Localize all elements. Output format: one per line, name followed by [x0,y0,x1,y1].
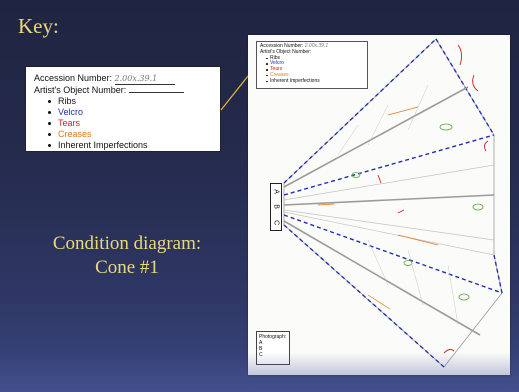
legend-item-velcro: Velcro [48,107,212,118]
artist-object-field [128,92,184,93]
rib-lines [283,86,495,336]
abc-label-box: A B C [270,183,282,231]
mini-legend-ribs: Ribs [266,55,364,62]
legend-item-imperfections: Inherent Imperfections [48,140,212,151]
artist-object-row: Artist's Object Number: [34,85,212,96]
imperfection-marks [351,123,484,301]
photograph-box: Photograph: A B C [256,331,290,365]
legend-item-tears: Tears [48,118,212,129]
diagram-caption: Condition diagram: Cone #1 [22,232,232,280]
mini-legend-velcro: Velcro [266,61,364,67]
artist-object-label: Artist's Object Number: [34,85,127,95]
cone-unrolled-diagram [283,38,503,368]
accession-row: Accession Number: 2.00x.39.1 [34,73,212,85]
mini-legend-creases: Creases [266,72,364,79]
mini-accession-label: Accession Number: [260,43,304,49]
caption-line-2: Cone #1 [95,257,159,278]
pencil-hatching [337,84,459,326]
mini-legend-list: Ribs Velcro Tears Creases Inherent Imper… [260,55,364,85]
velcro-seams [283,38,503,368]
caption-line-1: Condition diagram: [52,233,202,254]
accession-value: 2.00x.39.1 [114,73,175,85]
accession-label: Accession Number: [34,73,113,83]
mini-artist-label: Artist's Object Number: [260,48,312,55]
abc-label-b: B [272,204,280,210]
mini-legend-imperfections: Inherent Imperfections [266,78,364,85]
photo-item-a: A [259,340,263,346]
tear-marks [377,44,489,354]
panel-lines [283,164,495,256]
key-legend-list: Ribs Velcro Tears Creases Inherent Imper… [34,96,212,151]
legend-item-creases: Creases [48,129,212,140]
abc-label-a: A [272,189,280,194]
mini-accession-row: Accession Number: 2.00x.39.1 [260,43,364,50]
key-title: Key: [18,14,59,38]
legend-item-ribs: Ribs [48,96,212,107]
crease-marks [317,106,439,310]
photo-item-c: C [259,352,263,358]
photograph-label: Photograph: [259,334,287,340]
mini-accession-value: 2.00x.39.1 [304,43,329,49]
mini-key-box: Accession Number: 2.00x.39.1 Artist's Ob… [256,41,368,89]
abc-label-c: C [272,219,280,225]
mini-legend-tears: Tears [266,66,364,73]
key-card: Accession Number: 2.00x.39.1 Artist's Ob… [25,66,221,152]
photo-item-b: B [259,346,263,352]
condition-diagram-sheet: Accession Number: 2.00x.39.1 Artist's Ob… [248,35,510,375]
